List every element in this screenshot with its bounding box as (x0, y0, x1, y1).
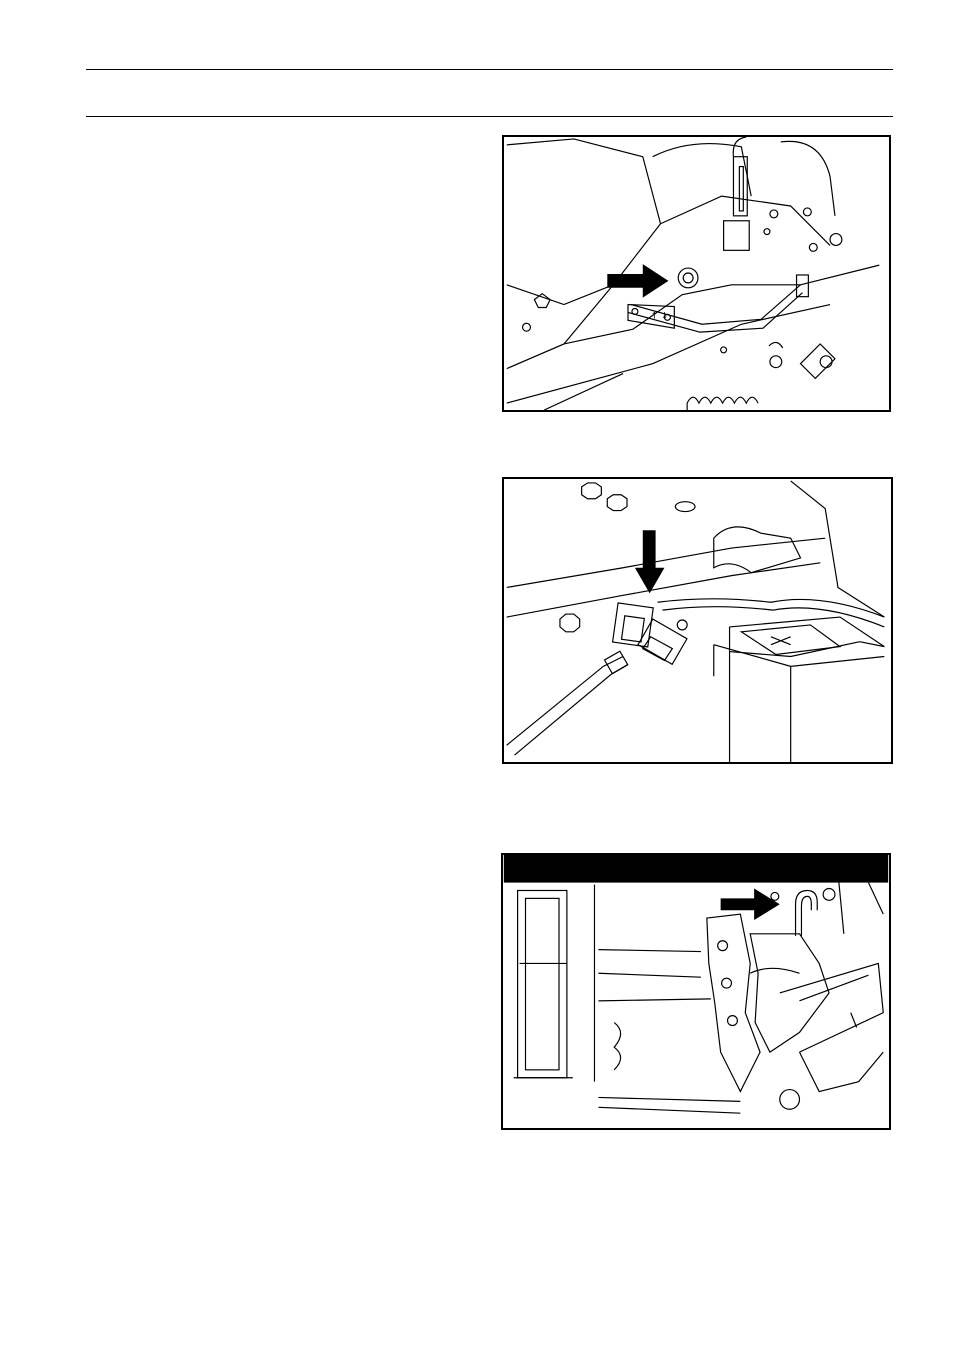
pointer-arrow-icon (635, 530, 665, 593)
wire-harness-connector-icon (504, 479, 891, 762)
header-rule-top (86, 69, 893, 70)
shift-lever-bolt-icon: ↑ ↓ (504, 137, 889, 410)
figure-3-transmission-release-rod (501, 853, 891, 1130)
header-rule-bottom (86, 116, 893, 117)
figure-2-wire-harness-connector (502, 477, 893, 764)
transmission-release-rod-icon (503, 855, 889, 1128)
pointer-arrow-icon (607, 264, 668, 298)
plate-stamp: ↑ ↓ (651, 311, 669, 321)
figure-1-shift-lever-bolt: ↑ ↓ (502, 135, 891, 412)
